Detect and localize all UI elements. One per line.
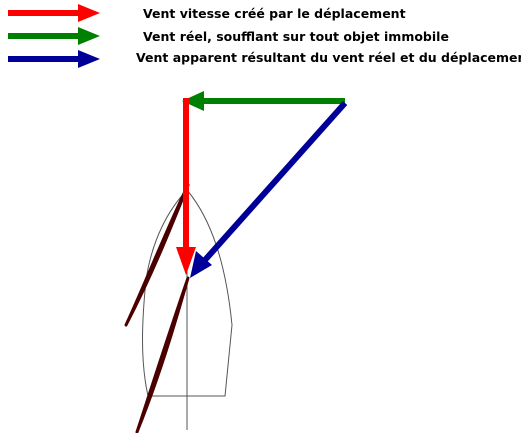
speed-wind-arrow-head: [176, 247, 196, 275]
legend-arrow-red-head: [78, 4, 100, 22]
legend-item-speed-wind: Vent vitesse créé par le déplacement: [8, 4, 406, 22]
boat-sail-lower: [135, 276, 190, 433]
legend-label-true-wind: Vent réel, soufflant sur tout objet immo…: [143, 29, 449, 44]
legend-arrow-blue-head: [78, 50, 100, 68]
true-wind-arrow-head: [182, 91, 204, 111]
apparent-wind-arrow: [190, 101, 348, 278]
boat: [124, 183, 233, 433]
speed-wind-arrow: [176, 98, 196, 275]
apparent-wind-arrow-shaft: [202, 101, 348, 262]
legend-item-true-wind: Vent réel, soufflant sur tout objet immo…: [8, 27, 449, 45]
legend: Vent vitesse créé par le déplacement Ven…: [8, 4, 521, 68]
legend-label-apparent-wind: Vent apparent résultant du vent réel et …: [136, 50, 521, 65]
legend-arrow-green-head: [78, 27, 100, 45]
boat-hull: [142, 189, 233, 397]
legend-label-speed-wind: Vent vitesse créé par le déplacement: [143, 6, 406, 21]
true-wind-arrow: [182, 91, 345, 111]
legend-item-apparent-wind: Vent apparent résultant du vent réel et …: [8, 50, 521, 68]
apparent-wind-arrow-head: [190, 251, 212, 278]
boat-sail-upper: [124, 183, 190, 327]
